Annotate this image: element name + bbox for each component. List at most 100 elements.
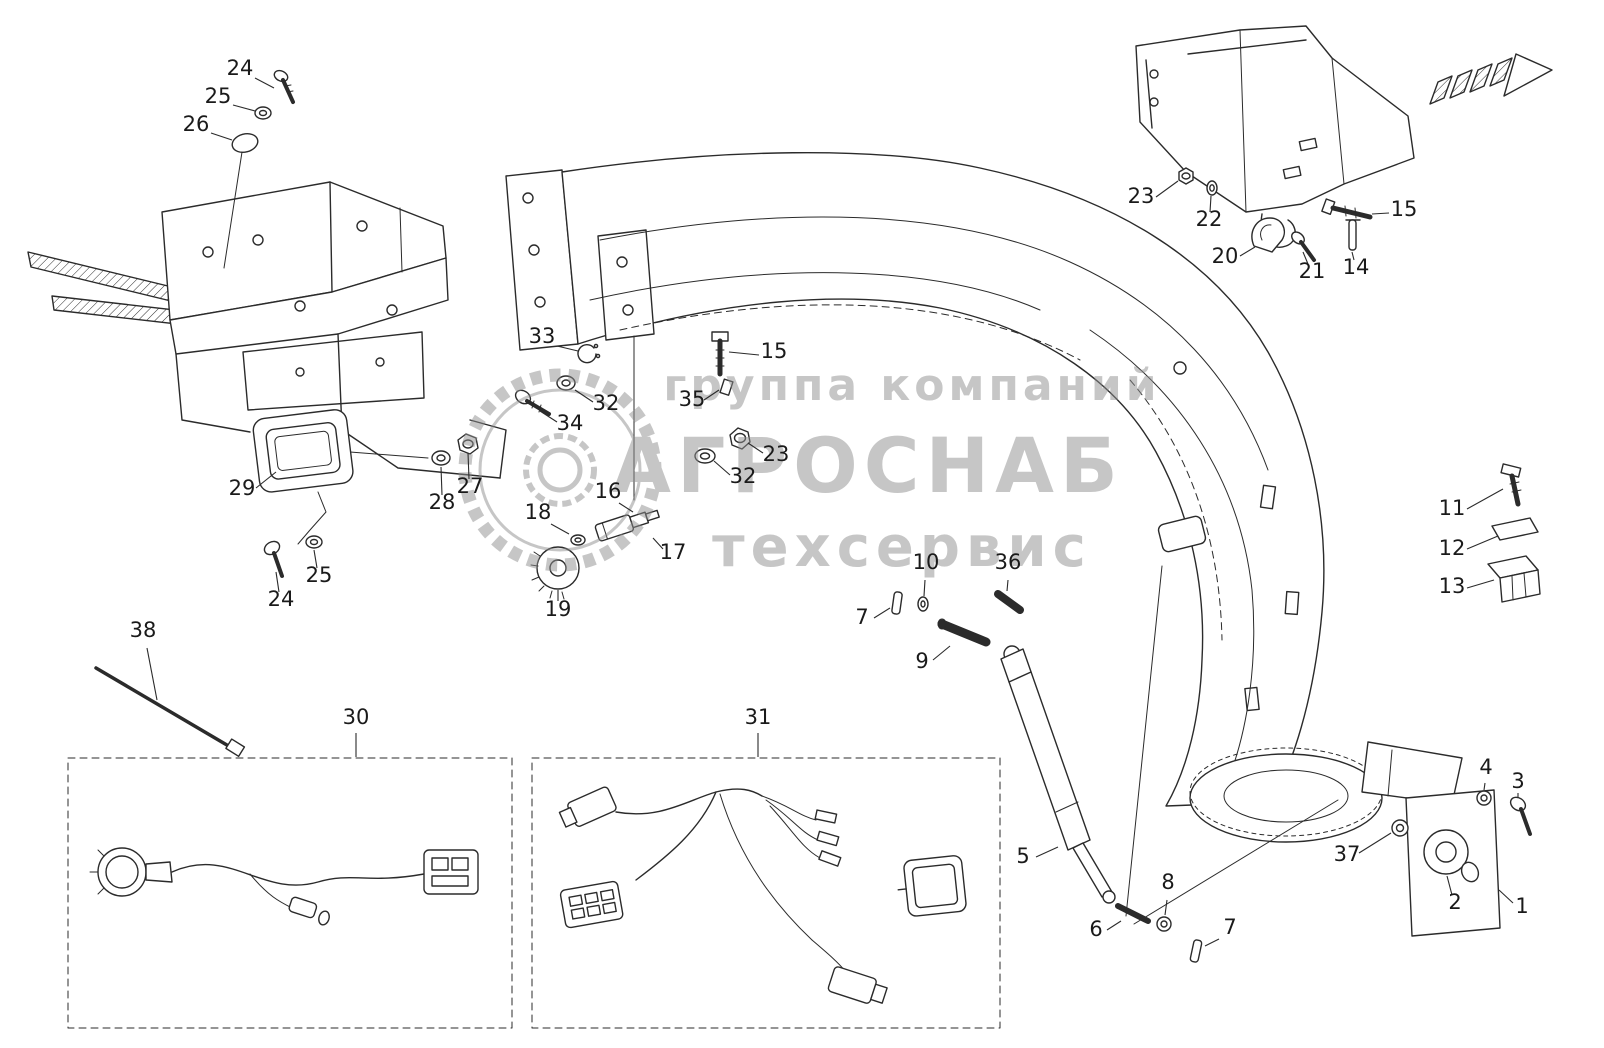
part-label-23: 23 <box>763 442 790 466</box>
part-label-36: 36 <box>995 550 1022 574</box>
circlip-33 <box>577 344 597 364</box>
leader-line-7 <box>873 607 891 619</box>
part-label-13: 13 <box>1439 574 1466 598</box>
part-label-31: 31 <box>745 705 772 729</box>
watermark-line2: АГРОСНАБ <box>612 421 1124 510</box>
left-frame-assembly <box>27 181 507 479</box>
cable-tie <box>94 666 246 758</box>
rect-connector <box>423 849 479 895</box>
part-label-27: 27 <box>457 474 484 498</box>
ring-37 <box>1391 819 1409 837</box>
work-light <box>252 409 354 578</box>
watermark: группа компаний АГРОСНАБ техсервис <box>458 360 1160 580</box>
part-label-32: 32 <box>593 391 620 415</box>
leader-line-18 <box>550 523 570 535</box>
branch-connector <box>288 896 318 919</box>
part-label-34: 34 <box>557 411 584 435</box>
part-label-30: 30 <box>343 705 370 729</box>
leader-line-14 <box>1351 251 1355 261</box>
part-label-28: 28 <box>429 490 456 514</box>
harness-box-30 <box>67 757 513 1029</box>
washer-25 <box>254 106 272 120</box>
part-label-18: 18 <box>525 500 552 524</box>
screw-3 <box>1509 796 1527 812</box>
leader-line-24 <box>254 77 275 89</box>
hub-assembly <box>1391 789 1532 937</box>
leader-line-24 <box>275 571 280 593</box>
part-labels: 2425263829242528273334321535233216181719… <box>130 56 1529 947</box>
part-label-20: 20 <box>1212 244 1239 268</box>
hub-2 <box>1423 829 1469 875</box>
part-label-7: 7 <box>855 605 868 629</box>
hydraulic-cylinder <box>891 590 1203 963</box>
washer-4 <box>1476 790 1492 806</box>
leader-line-35 <box>703 389 720 401</box>
rod-9 <box>937 619 991 647</box>
leader-line-6 <box>1106 920 1122 931</box>
part-label-11: 11 <box>1439 496 1466 520</box>
part-label-33: 33 <box>529 324 556 348</box>
flat-terminal-1 <box>814 809 838 824</box>
leader-line-8 <box>1164 899 1168 916</box>
pin-7-lower <box>1189 939 1203 963</box>
part-label-19: 19 <box>545 597 572 621</box>
leader-line-32 <box>713 460 731 476</box>
bushing-19 <box>536 546 580 590</box>
part-label-4: 4 <box>1479 755 1492 779</box>
leader-line-17 <box>652 537 664 550</box>
part-label-9: 9 <box>915 649 928 673</box>
leader-line-16 <box>618 502 634 513</box>
pin-36 <box>994 590 1024 614</box>
washer-8 <box>1156 916 1172 932</box>
mount-kit-right <box>1487 463 1541 603</box>
part-label-23: 23 <box>1128 184 1155 208</box>
part-label-1: 1 <box>1515 894 1528 918</box>
stud-35 <box>719 378 734 396</box>
hinge-fasteners <box>1178 167 1373 262</box>
harness-box-31 <box>531 757 1001 1029</box>
leader-line-21 <box>1302 251 1309 265</box>
square-lamp <box>897 855 967 917</box>
leader-line-38 <box>146 647 158 701</box>
pin-14 <box>1348 219 1357 251</box>
part-label-25: 25 <box>306 563 333 587</box>
leader-line-36 <box>1006 579 1009 592</box>
screw-24-head <box>273 69 289 83</box>
leader-line-23 <box>747 442 764 454</box>
part-label-17: 17 <box>660 540 687 564</box>
flat-terminal-3 <box>818 850 842 867</box>
part-label-14: 14 <box>1343 255 1370 279</box>
leader-line-23 <box>1155 180 1179 198</box>
part-label-15: 15 <box>761 339 788 363</box>
center-bolt-set <box>694 331 751 464</box>
leader-line-7 <box>1204 938 1220 947</box>
leader-line-1 <box>1498 889 1514 904</box>
leader-line-33 <box>556 345 579 352</box>
part-label-24: 24 <box>268 587 295 611</box>
leader-line-10 <box>923 579 926 597</box>
cylinder-body-5 <box>1000 648 1091 851</box>
part-label-37: 37 <box>1334 842 1361 866</box>
part-label-25: 25 <box>205 84 232 108</box>
rod-6 <box>1115 903 1151 924</box>
leader-line-5 <box>1035 846 1059 858</box>
leader-line-29 <box>255 471 277 489</box>
part-label-35: 35 <box>679 387 706 411</box>
connector-bottom <box>827 966 888 1004</box>
washer-10 <box>917 596 929 612</box>
leader-line-25 <box>313 549 318 569</box>
nut-23-center <box>729 427 751 450</box>
part-label-24: 24 <box>227 56 254 80</box>
connector-top-left <box>558 786 617 828</box>
damper-26 <box>231 132 259 154</box>
watermark-line1: группа компаний <box>663 360 1160 411</box>
part-label-16: 16 <box>595 479 622 503</box>
round-connector <box>97 847 147 897</box>
washer-28 <box>431 450 451 466</box>
washer-25-lower <box>305 535 323 549</box>
washer-18 <box>570 534 586 546</box>
part-label-26: 26 <box>183 112 210 136</box>
part-label-6: 6 <box>1089 917 1102 941</box>
leader-line-4 <box>1483 782 1486 791</box>
